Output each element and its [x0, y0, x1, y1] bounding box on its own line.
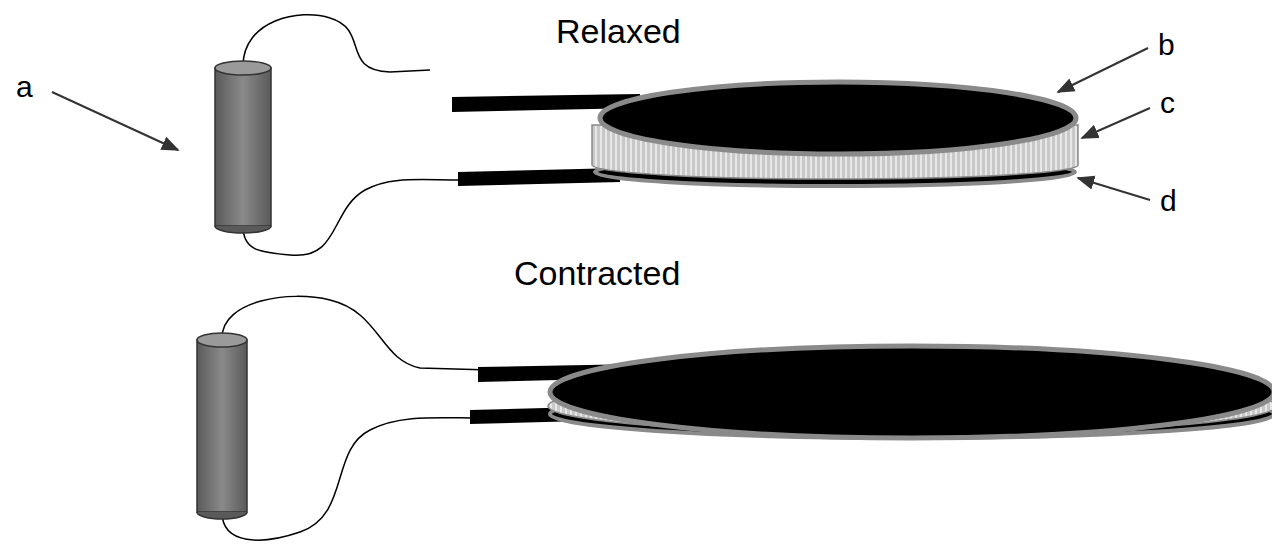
- leader-line: [1058, 48, 1148, 92]
- state-title: Contracted: [514, 256, 680, 290]
- wire: [222, 296, 490, 370]
- battery-top: [215, 61, 271, 75]
- top-electrode: [600, 82, 1076, 154]
- wire: [222, 418, 480, 541]
- leader-line: [1082, 108, 1150, 138]
- battery-bottom: [215, 226, 271, 233]
- part-letter: b: [1158, 30, 1175, 60]
- contracted-actuator: [197, 296, 1272, 540]
- leader-line: [52, 92, 178, 150]
- part-letter: a: [16, 72, 33, 102]
- part-letter: c: [1160, 88, 1175, 118]
- leader-line: [1078, 178, 1150, 200]
- part-letter: d: [1160, 186, 1177, 216]
- battery-body: [215, 68, 271, 226]
- top-electrode: [550, 346, 1272, 438]
- battery-bottom: [197, 512, 247, 519]
- wire: [243, 179, 460, 255]
- state-title: Relaxed: [556, 14, 681, 48]
- relaxed-actuator: [52, 15, 1150, 256]
- wire: [243, 15, 430, 72]
- battery-top: [197, 333, 247, 347]
- battery-body: [197, 340, 247, 512]
